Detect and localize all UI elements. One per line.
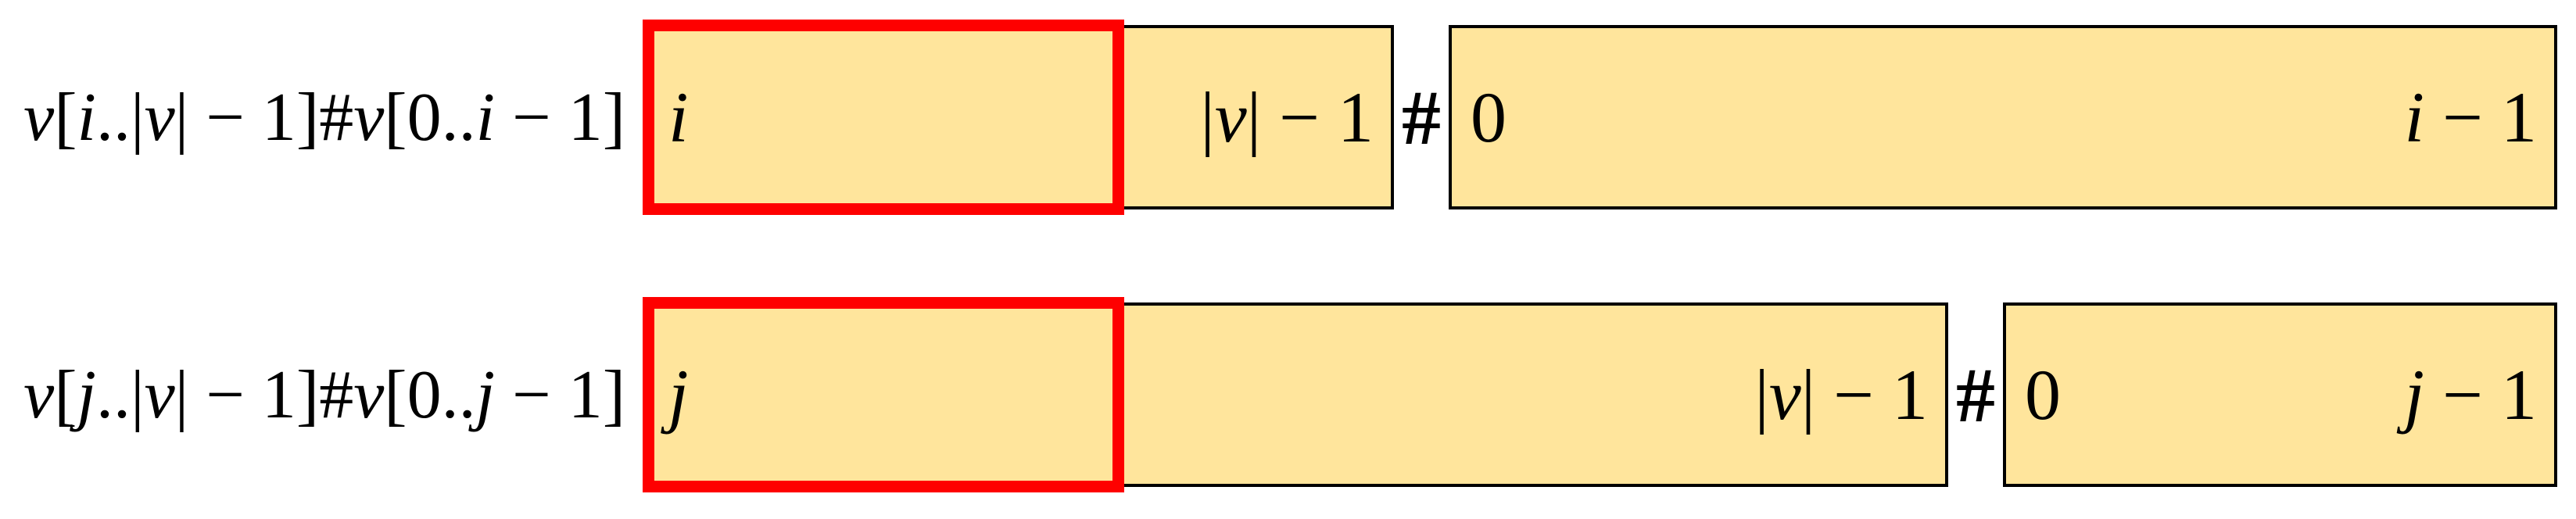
prefix-end-index-j: j − 1 xyxy=(2404,355,2537,435)
suffix-end-index-i: |v| − 1 xyxy=(1200,77,1374,157)
rotation-label-i: v[i..|v| − 1]#v[0..i − 1] xyxy=(23,79,625,156)
prefix-end-index-i: i − 1 xyxy=(2404,77,2537,157)
hash-separator-i: # xyxy=(1402,73,1441,161)
suffix-start-index-j: j xyxy=(668,355,689,435)
hash-separator-j: # xyxy=(1956,351,1995,438)
suffix-box-j: j |v| − 1 xyxy=(647,302,1948,487)
suffix-box-i: i |v| − 1 xyxy=(647,25,1394,209)
rotation-label-j: v[j..|v| − 1]#v[0..j − 1] xyxy=(23,356,625,433)
suffix-start-index-i: i xyxy=(668,77,689,157)
prefix-start-index-j: 0 xyxy=(2025,355,2061,435)
suffix-end-index-j: |v| − 1 xyxy=(1754,355,1928,435)
prefix-start-index-i: 0 xyxy=(1471,77,1507,157)
prefix-box-j: 0 j − 1 xyxy=(2003,302,2557,487)
prefix-box-i: 0 i − 1 xyxy=(1449,25,2557,209)
